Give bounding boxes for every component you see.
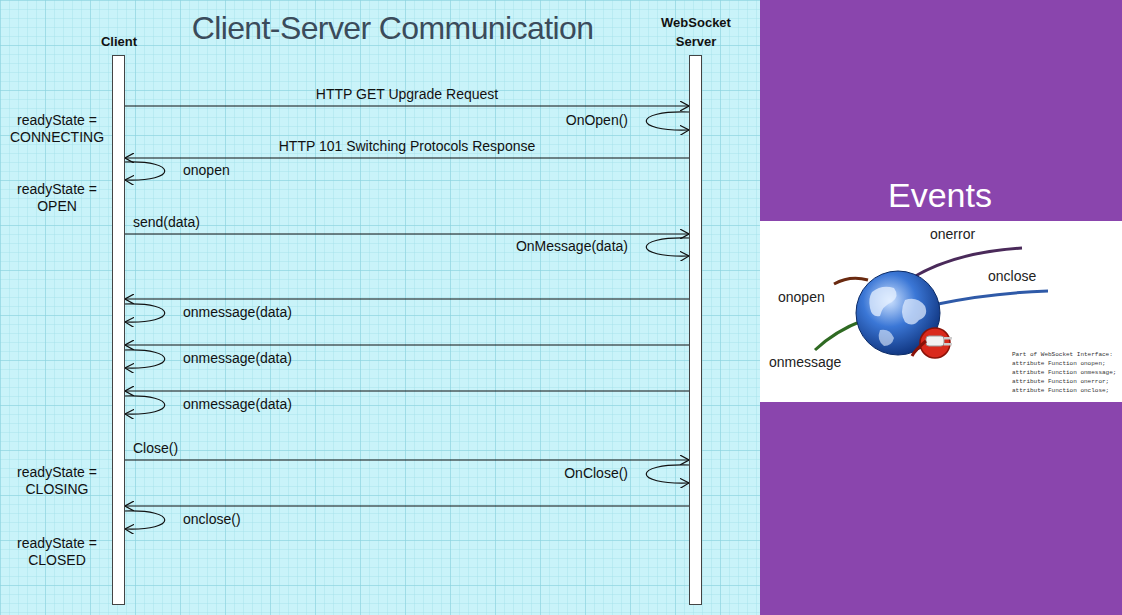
client-event: onmessage(data) <box>183 304 292 321</box>
client-event: onclose() <box>183 511 241 528</box>
event-name: onmessage <box>769 354 841 370</box>
message-arrow <box>125 105 689 106</box>
panel-heading: Events <box>790 174 1090 216</box>
ready-state: readyState = CLOSING <box>4 464 110 498</box>
client-event: onmessage(data) <box>183 350 292 367</box>
lifeline-header: WebSocket Server <box>651 14 741 52</box>
message-arrow <box>125 459 689 460</box>
event-name: onopen <box>778 289 825 305</box>
interface-note: attribute Function onerror; <box>1012 377 1109 386</box>
lifeline-header: Client <box>79 33 159 52</box>
message-label: HTTP GET Upgrade Request <box>125 86 689 103</box>
ready-state: readyState = CLOSED <box>4 535 110 569</box>
event-name: onerror <box>930 226 975 242</box>
message-arrow <box>125 298 689 299</box>
message-arrow <box>125 157 689 158</box>
client-event: onopen <box>183 162 230 179</box>
lifeline: WebSocket Server <box>689 55 702 605</box>
message-arrow <box>125 505 689 506</box>
message-arrow <box>125 390 689 391</box>
message-label: Close() <box>133 440 178 457</box>
interface-note: attribute Function onmessage; <box>1012 368 1116 377</box>
ready-state: readyState = CONNECTING <box>4 112 110 146</box>
message-arrow <box>125 233 689 234</box>
client-event: onmessage(data) <box>183 396 292 413</box>
interface-note: attribute Function onopen; <box>1012 359 1106 368</box>
ready-state: readyState = OPEN <box>4 181 110 215</box>
event-name: onclose <box>988 268 1036 284</box>
lifeline: Client <box>112 55 125 605</box>
message-label: HTTP 101 Switching Protocols Response <box>125 138 689 155</box>
message-label: send(data) <box>133 214 200 231</box>
interface-note: attribute Function onclose; <box>1012 386 1109 395</box>
interface-note: Part of WebSocket Interface: <box>1012 350 1113 359</box>
server-event: OnMessage(data) <box>516 238 628 255</box>
message-arrow <box>125 344 689 345</box>
server-event: OnClose() <box>564 465 628 482</box>
server-event: OnOpen() <box>566 112 628 129</box>
diagram-title: Client-Server Communication <box>140 6 645 50</box>
